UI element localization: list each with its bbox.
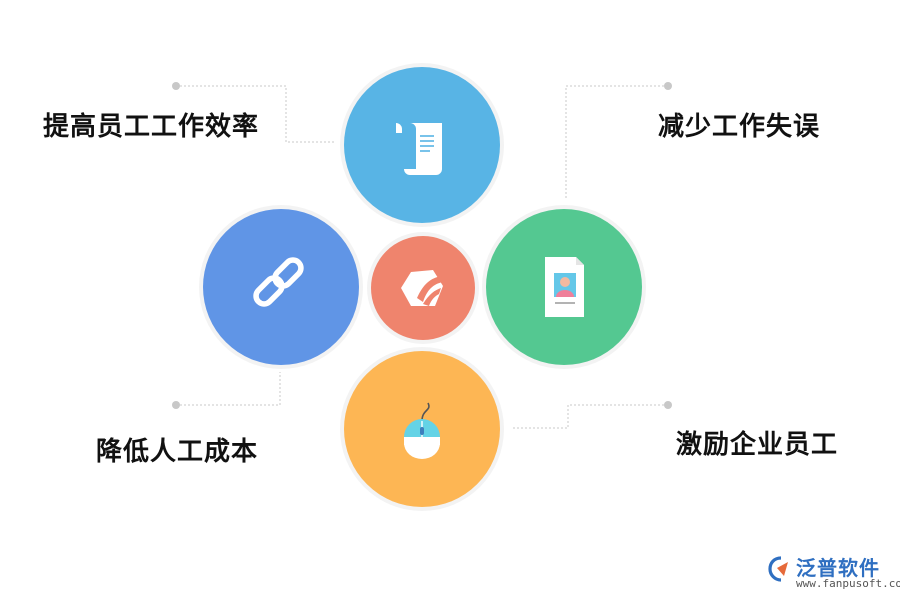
label-top: 提高员工工作效率: [43, 112, 260, 142]
label-bottom: 激励企业员工: [676, 430, 839, 460]
brand-name: 泛普软件: [796, 556, 880, 580]
label-right: 减少工作失误: [658, 112, 821, 142]
connector-bottom: [512, 404, 668, 429]
connector-right: [565, 85, 668, 200]
document-scroll-icon: [396, 123, 442, 175]
label-left: 降低人工成本: [96, 437, 259, 467]
link-chain-icon: [253, 257, 304, 307]
connector-left: [176, 372, 281, 406]
connector-dot-top: [172, 82, 180, 90]
brand-watermark: 泛普软件 www.fanpusoft.com: [768, 555, 900, 595]
node-right-circle: [486, 209, 642, 365]
brand-logo-icon: [401, 270, 443, 306]
connector-dot-bottom: [664, 401, 672, 409]
connector-dot-left: [172, 401, 180, 409]
center-circle: [371, 236, 475, 340]
connector-dot-right: [664, 82, 672, 90]
node-left-circle: [203, 209, 359, 365]
node-top-circle: [344, 67, 500, 223]
brand-url: www.fanpusoft.com: [796, 577, 900, 590]
computer-mouse-icon: [404, 402, 440, 459]
profile-card-icon: [545, 257, 584, 317]
fanpu-logo-icon: [768, 556, 788, 582]
connector-top: [176, 85, 334, 143]
node-bottom-circle: [344, 351, 500, 507]
